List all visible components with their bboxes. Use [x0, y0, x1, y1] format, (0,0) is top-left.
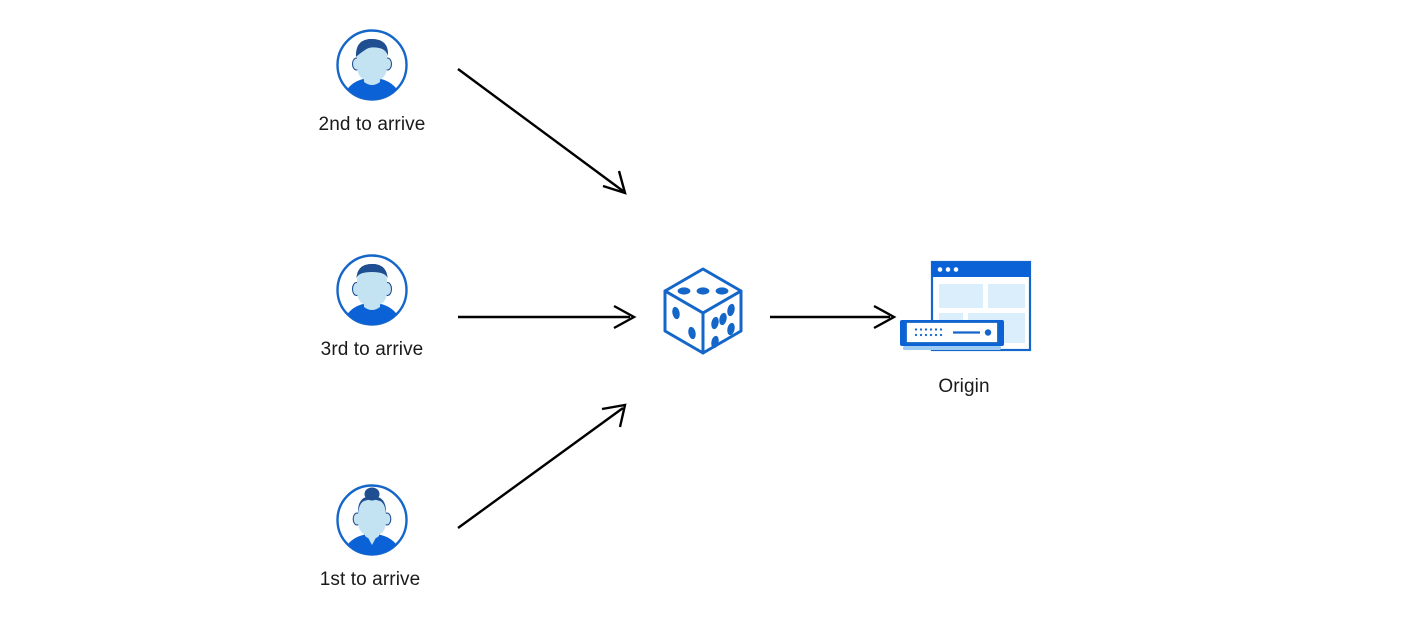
server-device-icon: [900, 320, 1004, 350]
node-label-client-second: 2nd to arrive: [318, 114, 426, 135]
user-avatar-icon: [336, 29, 408, 101]
arrow-third-to-dice: [458, 304, 637, 330]
origin-server-icon: [900, 260, 1032, 352]
node-label-origin: Origin: [938, 376, 990, 397]
node-label-client-first: 1st to arrive: [319, 569, 421, 590]
arrow-dice-to-origin: [770, 304, 897, 330]
user-avatar-icon: [336, 484, 408, 556]
dice-icon: [663, 267, 743, 355]
user-avatar-icon: [336, 254, 408, 326]
arrow-first-to-dice: [457, 403, 627, 529]
node-label-client-third: 3rd to arrive: [320, 339, 424, 360]
